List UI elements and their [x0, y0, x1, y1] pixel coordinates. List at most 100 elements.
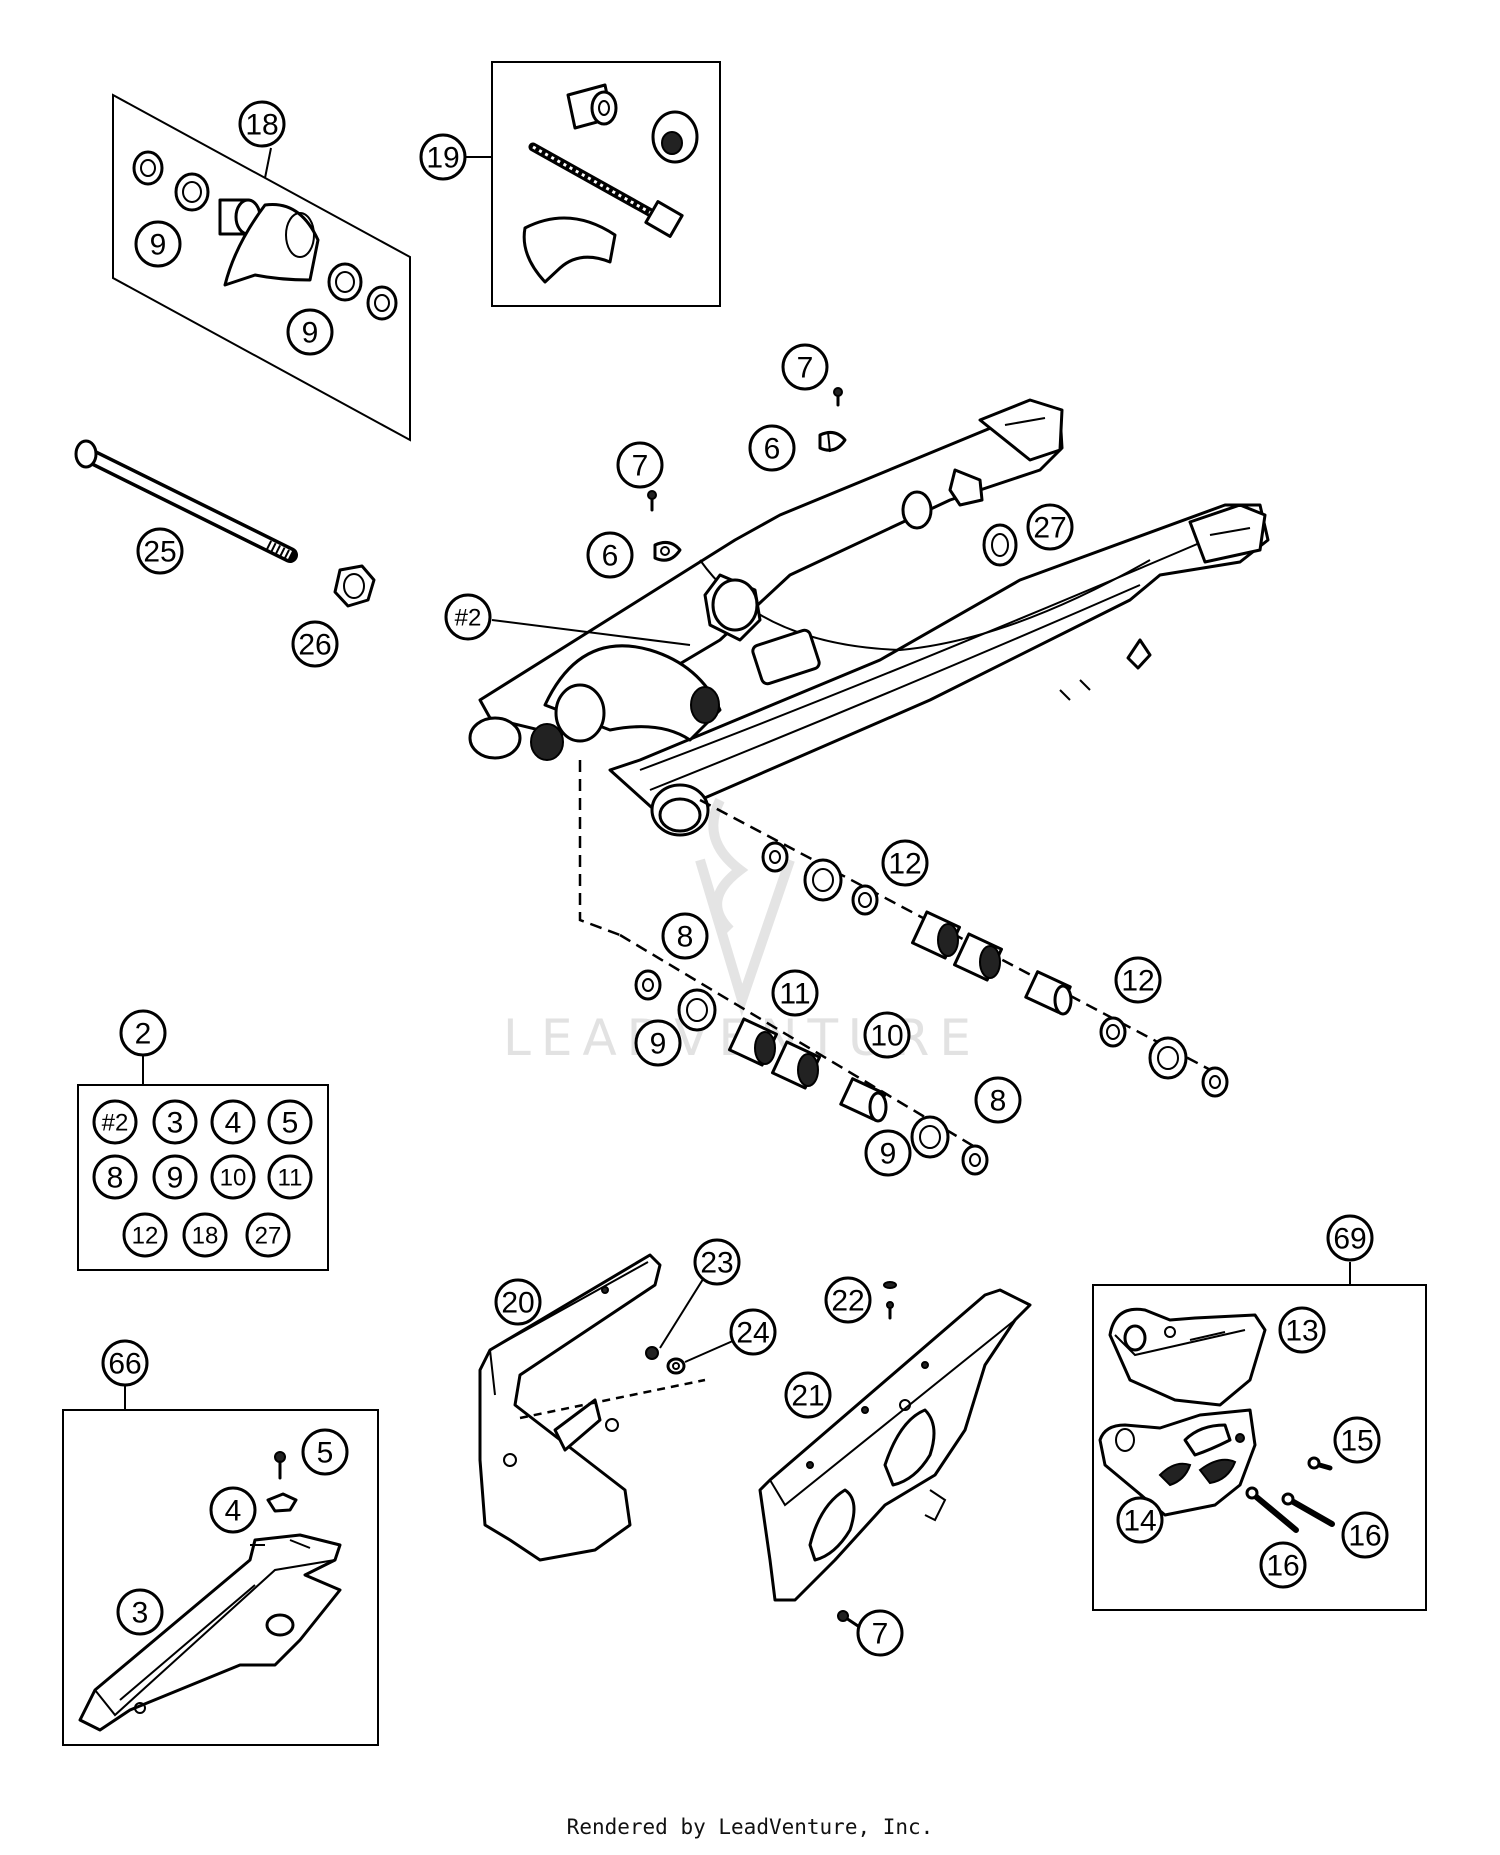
svg-text:4: 4 [225, 1495, 242, 1528]
svg-text:27: 27 [255, 1223, 282, 1250]
svg-text:8: 8 [107, 1162, 124, 1195]
chain-guide-13 [1108, 1307, 1267, 1407]
callout-6-lower: 6 [586, 531, 634, 579]
callout-18: 18 [238, 100, 286, 148]
svg-text:9: 9 [650, 1028, 667, 1061]
kit2-item-8: 8 [92, 1154, 138, 1200]
svg-text:9: 9 [302, 317, 319, 350]
callout-6-upper: 6 [748, 424, 796, 472]
svg-text:23: 23 [700, 1247, 733, 1280]
washer-24 [666, 1357, 686, 1375]
kit2-item-12: 12 [122, 1212, 168, 1258]
kit2-item-4: 4 [210, 1099, 256, 1145]
callout-21: 21 [784, 1371, 832, 1419]
svg-text:16: 16 [1266, 1550, 1299, 1583]
svg-text:18: 18 [192, 1223, 219, 1250]
callout-20: 20 [494, 1278, 542, 1326]
swingarm-axle [74, 439, 298, 563]
svg-text:20: 20 [501, 1287, 534, 1320]
svg-text:12: 12 [132, 1223, 159, 1250]
svg-text:11: 11 [779, 978, 810, 1011]
svg-text:16: 16 [1348, 1520, 1381, 1553]
callout-25: 25 [136, 527, 184, 575]
svg-text:24: 24 [736, 1317, 769, 1350]
kit2-item-5: 5 [267, 1099, 313, 1145]
swingarm-plate [751, 628, 821, 686]
svg-text:10: 10 [870, 1020, 903, 1053]
callout-7-upper: 7 [781, 343, 829, 391]
pivot-leader-line [578, 760, 621, 937]
clip-6-upper [818, 430, 847, 453]
svg-text:14: 14 [1123, 1505, 1156, 1538]
callout-16-right: 16 [1341, 1511, 1389, 1559]
callout-10: 10 [863, 1011, 911, 1059]
svg-text:6: 6 [764, 433, 781, 466]
callout-12-upper: 12 [881, 839, 929, 887]
kit-66-outline [62, 1409, 379, 1746]
callout-8-lower: 8 [974, 1076, 1022, 1124]
svg-text:3: 3 [132, 1597, 149, 1630]
washer-4 [266, 1492, 298, 1513]
chain-guide-14 [1098, 1408, 1257, 1517]
kit-19-parts [522, 83, 699, 284]
svg-text:3: 3 [167, 1107, 184, 1140]
kit-18-parts [132, 150, 398, 321]
chain-guard-20 [478, 1253, 706, 1562]
svg-text:12: 12 [1121, 965, 1154, 998]
kit-19-bolt-box [465, 61, 721, 307]
svg-text:69: 69 [1333, 1223, 1366, 1256]
svg-text:18: 18 [245, 109, 278, 142]
swingarm-left-end [978, 398, 1064, 462]
callout-24: 24 [729, 1308, 777, 1356]
svg-text:#2: #2 [102, 1110, 129, 1137]
callout-14: 14 [1116, 1496, 1164, 1544]
kit2-item-27: 27 [245, 1212, 291, 1258]
svg-text:#2: #2 [455, 605, 482, 632]
svg-text:13: 13 [1285, 1315, 1318, 1348]
leader-23 [659, 1267, 711, 1349]
svg-text:25: 25 [143, 536, 176, 569]
clip-6-lower [653, 540, 682, 562]
callout-27: 27 [1026, 503, 1074, 551]
swingarm-right-end [1188, 503, 1267, 564]
callout-66: 66 [101, 1339, 149, 1387]
svg-text:7: 7 [872, 1618, 889, 1651]
callout-4: 4 [209, 1486, 257, 1534]
footer-credit: Rendered by LeadVenture, Inc. [566, 1815, 934, 1839]
callout-hash2: #2 [444, 593, 492, 641]
screw-7-lower [647, 490, 657, 512]
chain-guard-21 [758, 1288, 1032, 1602]
axle-nut [333, 564, 376, 608]
nut-23 [645, 1346, 659, 1360]
svg-text:66: 66 [108, 1348, 141, 1381]
bolt-16b [1281, 1492, 1335, 1527]
svg-text:12: 12 [888, 848, 921, 881]
kit2-item-hash2: #2 [92, 1099, 138, 1145]
svg-text:27: 27 [1033, 512, 1066, 545]
svg-text:7: 7 [632, 450, 649, 483]
chain-slider-3 [78, 1533, 342, 1732]
callout-2: 2 [119, 1009, 167, 1057]
svg-text:21: 21 [791, 1380, 824, 1413]
kit-19-outline [491, 61, 721, 307]
svg-text:10: 10 [220, 1165, 247, 1192]
svg-text:7: 7 [797, 352, 814, 385]
callout-12-lower: 12 [1114, 956, 1162, 1004]
callout-9-kit18-b: 9 [286, 308, 334, 356]
pivot-bearing-stack-lower [619, 933, 989, 1176]
kit2-item-11: 11 [267, 1154, 313, 1200]
svg-text:5: 5 [317, 1437, 334, 1470]
callout-23: 23 [693, 1238, 741, 1286]
leader-hash2 [491, 619, 691, 646]
callout-69: 69 [1326, 1214, 1374, 1262]
svg-text:4: 4 [225, 1107, 242, 1140]
callout-16-lower: 16 [1259, 1541, 1307, 1589]
pivot-bearing-stack-upper [699, 798, 1229, 1098]
bushing-27 [982, 523, 1018, 567]
kit2-item-9: 9 [152, 1154, 198, 1200]
svg-text:9: 9 [150, 229, 167, 262]
screw-7-upper [833, 387, 843, 407]
svg-text:26: 26 [298, 629, 331, 662]
callout-19: 19 [419, 133, 467, 181]
